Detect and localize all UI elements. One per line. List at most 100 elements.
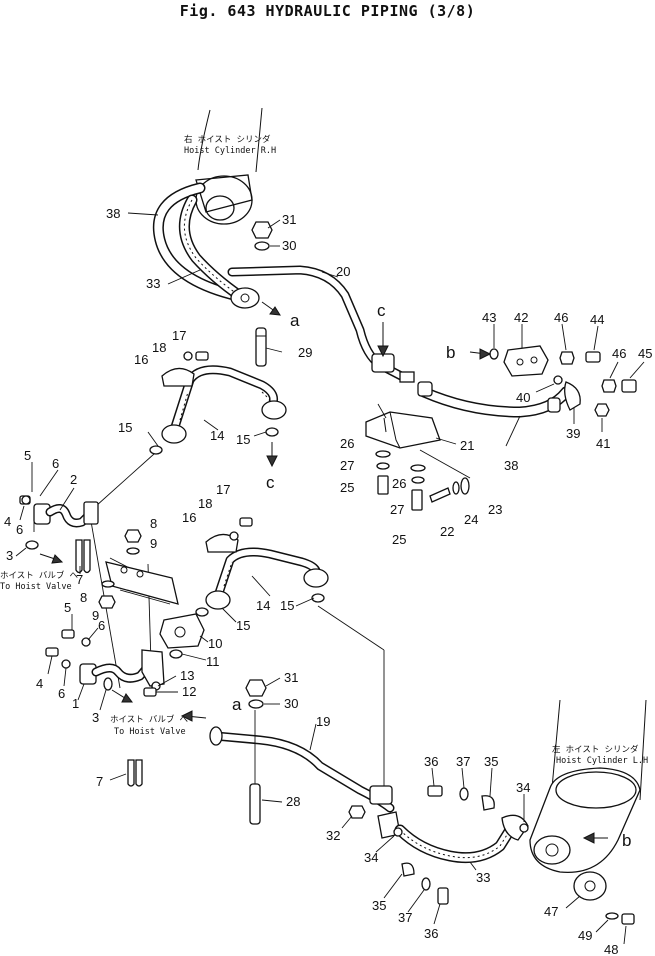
callout-40: 40 (516, 390, 530, 405)
ref-b-top: b (446, 343, 455, 362)
callout-20: 20 (336, 264, 350, 279)
callout-17a: 17 (172, 328, 186, 343)
callout-43: 43 (482, 310, 496, 325)
nut-31-bottom (245, 679, 267, 709)
callout-6d: 6 (58, 686, 65, 701)
hoist-cylinder-lh (529, 699, 647, 874)
hose-33-top (178, 194, 246, 302)
callout-14b: 14 (256, 598, 270, 613)
callout-26b: 26 (392, 476, 406, 491)
callout-18a: 18 (152, 340, 166, 355)
callout-36a: 36 (424, 754, 438, 769)
nut-31-top (251, 221, 273, 251)
callout-21: 21 (460, 438, 474, 453)
callout-15b: 15 (236, 432, 250, 447)
hose-33-bottom (394, 814, 529, 864)
callout-46a: 46 (554, 310, 568, 325)
clamp-47 (573, 871, 635, 925)
callout-4b: 4 (36, 676, 43, 691)
callout-9a: 9 (150, 536, 157, 551)
hose-38-top (152, 182, 244, 302)
callout-9b: 9 (92, 608, 99, 623)
callout-13: 13 (180, 668, 194, 683)
callout-32: 32 (326, 828, 340, 843)
callout-25a: 25 (340, 480, 354, 495)
callout-24: 24 (464, 512, 478, 527)
note-valve2-en: To Hoist Valve (114, 727, 186, 737)
callout-8b: 8 (80, 590, 87, 605)
ref-a-top: a (290, 311, 300, 330)
tube-14-upper (149, 351, 287, 455)
callout-34a: 34 (516, 780, 530, 795)
bolt-29 (255, 327, 267, 367)
callout-6c: 6 (98, 618, 105, 633)
block-10 (159, 613, 205, 659)
callout-3b: 3 (92, 710, 99, 725)
fitting-1 (45, 629, 165, 787)
callout-36b: 36 (424, 926, 438, 941)
callout-30: 30 (282, 238, 296, 253)
hose-38-right (417, 381, 572, 418)
callout-5a: 5 (24, 448, 31, 463)
callout-7a: 7 (76, 572, 83, 587)
note-cyl-lh-jp: 左 ホイスト シリンダ (552, 744, 639, 755)
callout-39: 39 (566, 426, 580, 441)
callout-6b: 6 (16, 522, 23, 537)
callout-45: 45 (638, 346, 652, 361)
callout-16b: 16 (182, 510, 196, 525)
callout-33: 33 (146, 276, 160, 291)
callout-8a: 8 (150, 516, 157, 531)
callout-41: 41 (596, 436, 610, 451)
callout-31b: 31 (284, 670, 298, 685)
callout-38b: 38 (504, 458, 518, 473)
figure-title: Fig. 643 HYDRAULIC PIPING (3/8) (179, 2, 476, 20)
callout-15a: 15 (118, 420, 132, 435)
tube-19 (209, 726, 401, 839)
callout-17b: 17 (216, 482, 230, 497)
callout-27b: 27 (390, 502, 404, 517)
callout-19: 19 (316, 714, 330, 729)
note-valve2-jp: ホイスト バルブ へ (110, 714, 188, 725)
fitting-2 (19, 495, 99, 574)
callout-3a: 3 (6, 548, 13, 563)
callout-37b: 37 (398, 910, 412, 925)
note-cyl-lh-en: Hoist Cylinder L.H (556, 756, 648, 766)
block-42 (503, 345, 549, 377)
flange-top (230, 287, 260, 309)
callout-22: 22 (440, 524, 454, 539)
callout-18b: 18 (198, 496, 212, 511)
callout-15c: 15 (236, 618, 250, 633)
ref-b-bottom: b (622, 831, 631, 850)
mounting-plate (98, 529, 179, 609)
callout-4a: 4 (4, 514, 11, 529)
callout-15d: 15 (280, 598, 294, 613)
callout-37a: 37 (456, 754, 470, 769)
callout-28: 28 (286, 794, 300, 809)
callout-47: 47 (544, 904, 558, 919)
callout-2: 2 (70, 472, 77, 487)
callout-6a: 6 (52, 456, 59, 471)
hoist-cylinder-rh (195, 107, 263, 225)
callout-29: 29 (298, 345, 312, 360)
fittings-right (489, 348, 637, 417)
callout-35a: 35 (484, 754, 498, 769)
bolt-28 (249, 710, 261, 825)
callout-1: 1 (72, 696, 79, 711)
tube-20 (227, 265, 415, 383)
leader-lines (15, 212, 645, 945)
note-cyl-rh-en: Hoist Cylinder R.H (184, 146, 276, 156)
callout-35b: 35 (372, 898, 386, 913)
callout-10: 10 (208, 636, 222, 651)
tube-14-lower (195, 517, 329, 617)
ref-a-bottom: a (232, 695, 242, 714)
callout-5b: 5 (64, 600, 71, 615)
callout-16a: 16 (134, 352, 148, 367)
callout-25b: 25 (392, 532, 406, 547)
note-cyl-rh-jp: 右 ホイスト シリンダ (184, 134, 271, 145)
bracket-21 (365, 403, 471, 479)
callout-48: 48 (604, 942, 618, 956)
callout-30b: 30 (284, 696, 298, 711)
callout-49: 49 (578, 928, 592, 943)
callout-34b: 34 (364, 850, 378, 865)
